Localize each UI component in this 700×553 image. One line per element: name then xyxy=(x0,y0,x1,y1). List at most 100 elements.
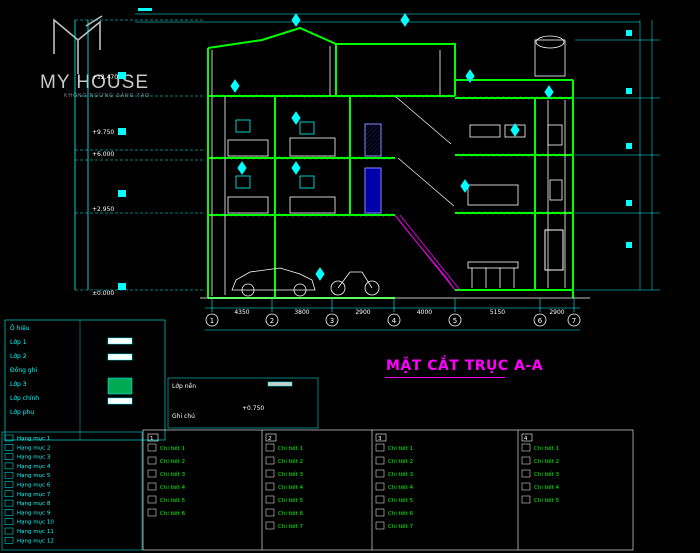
dimension-label: 2900 xyxy=(549,309,564,316)
spec-block-tag xyxy=(521,433,533,442)
spec-row-text: Chi tiết 3 xyxy=(160,471,186,478)
grid-axis-label: 7 xyxy=(572,317,576,325)
spec-block-label: 3 xyxy=(378,436,382,442)
level-mark-5: ±0.000 xyxy=(92,290,114,297)
level-mark-3: +6.000 xyxy=(92,151,114,158)
legend-item: Hạng mục 10 xyxy=(17,520,54,526)
furniture-cyan xyxy=(235,119,315,189)
wall-lines xyxy=(211,46,566,296)
building-structure xyxy=(207,26,574,299)
section-markers xyxy=(230,13,554,281)
legend-swatch xyxy=(4,518,14,525)
spec-row-box xyxy=(265,456,275,465)
dimension-label: 2900 xyxy=(355,309,370,316)
spec-row-box xyxy=(265,469,275,478)
grid-axis-label: 4 xyxy=(392,317,397,325)
spec-row-text: Chi tiết 1 xyxy=(534,445,559,452)
legend-line-2: Ghi chú xyxy=(172,413,195,420)
furniture xyxy=(227,35,566,214)
spec-row-text: Chi tiết 5 xyxy=(278,497,304,504)
motorbike-icon xyxy=(330,271,380,296)
stairs xyxy=(394,95,455,207)
car-icon xyxy=(231,267,316,297)
spec-row-text: Chi tiết 6 xyxy=(160,510,186,517)
grid-axis-bubble xyxy=(448,313,462,327)
legend-swatch xyxy=(4,509,14,516)
legend-swatch xyxy=(4,490,14,498)
note-line: Lớp chính xyxy=(10,395,39,402)
spec-block-label: 2 xyxy=(268,436,272,442)
dimension-label: 4350 xyxy=(234,309,249,316)
spec-row-box xyxy=(521,482,531,491)
dining-set xyxy=(467,261,519,288)
legend-level: +0.750 xyxy=(242,405,264,412)
spec-row-box xyxy=(147,508,157,517)
dimension-label: 5150 xyxy=(490,309,505,316)
spec-row-box xyxy=(147,456,157,465)
spec-row-text: Chi tiết 1 xyxy=(278,445,303,452)
level-vertical xyxy=(74,20,89,290)
spec-row-box xyxy=(147,469,157,478)
legend-swatch xyxy=(4,434,14,442)
spec-row-text: Chi tiết 2 xyxy=(534,458,559,465)
right-level-lines xyxy=(575,20,660,291)
right-level-markers xyxy=(626,30,632,248)
note-line: Lớp 3 xyxy=(10,381,27,388)
spec-row-text: Chi tiết 6 xyxy=(388,510,414,517)
drawing-title: MẶT CẮT TRỤC A-A xyxy=(386,358,544,374)
spec-row-text: Chi tiết 4 xyxy=(278,484,304,491)
top-dimension-ticks xyxy=(138,8,152,11)
grid-axis-bubble xyxy=(325,313,339,327)
spec-row-box xyxy=(375,482,385,491)
spec-row-text: Chi tiết 1 xyxy=(388,445,413,452)
legend-swatch xyxy=(4,537,14,544)
bottom-dimensions: 4350 3800 2900 4000 5150 2900 xyxy=(234,309,564,316)
level-mark-2: +9.750 xyxy=(92,129,114,136)
dimension-label: 3800 xyxy=(294,309,309,316)
grid-axis-bubble xyxy=(387,313,401,327)
legend-item: Hạng mục 8 xyxy=(17,501,51,507)
grid-axis-bubble xyxy=(533,313,547,327)
spec-row-box xyxy=(375,469,385,478)
legend-item: Hạng mục 3 xyxy=(17,455,51,461)
spec-row-box xyxy=(265,482,275,491)
note-line: Lớp 1 xyxy=(10,339,27,346)
spec-row-box xyxy=(265,443,275,452)
spec-row-box xyxy=(375,508,385,517)
grid-axis-label: 1 xyxy=(210,317,214,325)
spec-row-box xyxy=(147,443,157,452)
spec-row-text: Chi tiết 6 xyxy=(278,510,304,517)
spec-row-text: Chi tiết 2 xyxy=(160,458,185,465)
legend-item: Hạng mục 2 xyxy=(17,445,50,451)
spec-row-text: Chi tiết 5 xyxy=(534,497,560,504)
stair-ramp xyxy=(394,214,461,291)
center-legend xyxy=(167,377,319,429)
spec-row-box xyxy=(375,495,385,504)
note-line: Đồng ghi xyxy=(10,366,37,374)
spec-row-text: Chi tiết 5 xyxy=(388,497,414,504)
legend-item: Hạng mục 7 xyxy=(17,492,51,498)
spec-row-text: Chi tiết 4 xyxy=(160,484,186,491)
spec-row-text: Chi tiết 4 xyxy=(534,484,560,491)
spec-row-text: Chi tiết 7 xyxy=(278,523,304,530)
legend-item: Hạng mục 5 xyxy=(17,473,51,479)
grid-axis-label: 2 xyxy=(270,317,274,325)
spec-row-box xyxy=(521,443,531,452)
spec-block-label: 4 xyxy=(524,436,528,442)
legend-swatch xyxy=(4,481,14,488)
legend-item: Hạng mục 12 xyxy=(17,538,54,544)
legend-item: Hạng mục 9 xyxy=(17,510,51,516)
spec-block-tag xyxy=(375,433,387,442)
door-element xyxy=(364,123,564,271)
legend-item: Hạng mục 4 xyxy=(17,464,51,470)
legend-swatch xyxy=(4,462,14,470)
legend-item: Hạng mục 1 xyxy=(17,436,50,442)
grid-axis-bubble xyxy=(265,313,279,327)
legend-swatch xyxy=(4,471,14,479)
level-tags: +12.470 +9.750 +6.000 +2.950 ±0.000 xyxy=(92,72,126,297)
dimension-label: 4000 xyxy=(417,309,432,316)
grid-axis-bubble xyxy=(567,313,581,327)
